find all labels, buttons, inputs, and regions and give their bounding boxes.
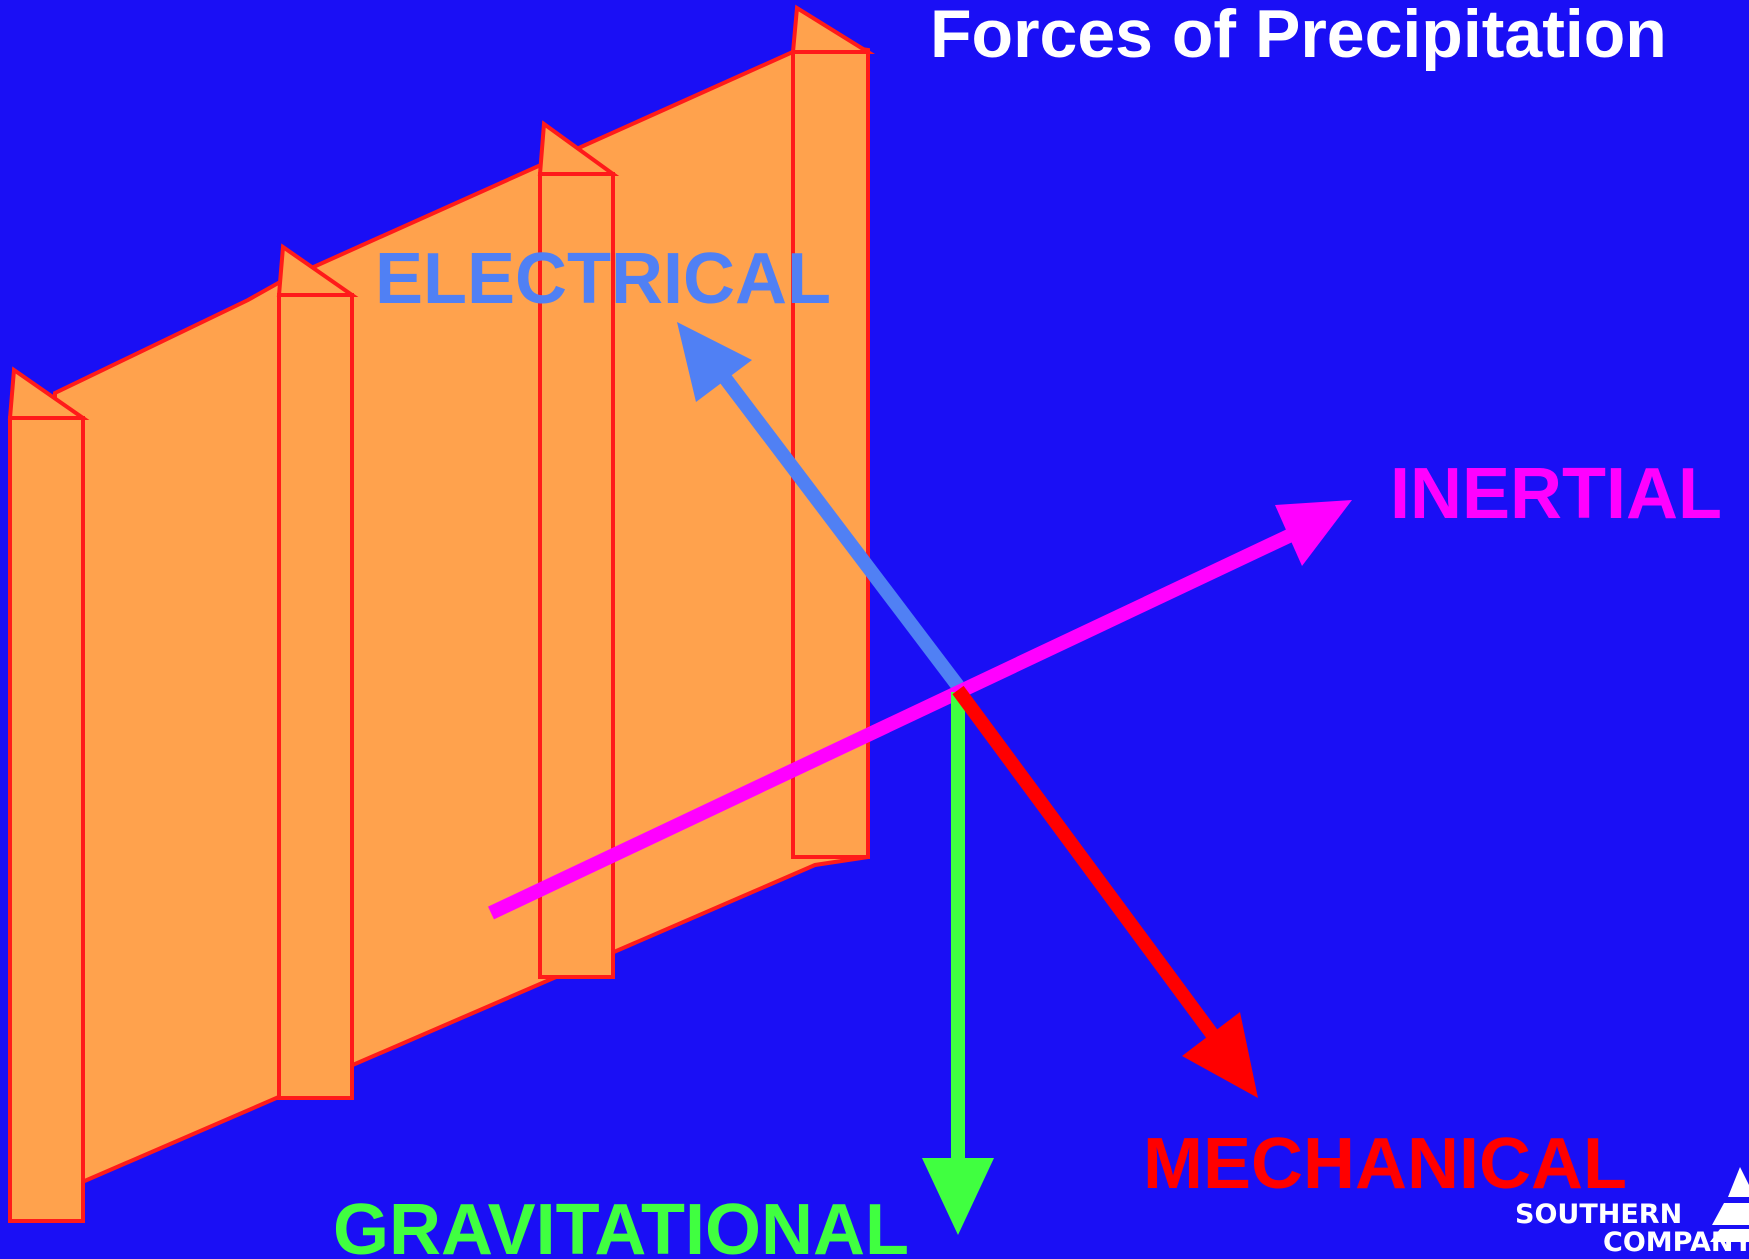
stiffener-1-cap xyxy=(7,366,90,420)
arrow-mechanical xyxy=(952,685,1258,1098)
stiffener-1 xyxy=(8,416,85,1223)
stiffener-3 xyxy=(538,172,615,979)
arrow-gravitational xyxy=(922,692,994,1235)
stiffener-4 xyxy=(791,50,870,859)
southern-company-logo: SOUTHERN COMPANY xyxy=(1510,1165,1749,1259)
logo-mark-icon xyxy=(1710,1167,1749,1242)
slide-title: Forces of Precipitation xyxy=(930,0,1667,72)
collector-plate xyxy=(42,39,870,1185)
stiffener-4-cap xyxy=(790,4,876,54)
logo-text-line1: SOUTHERN xyxy=(1515,1199,1683,1230)
arrow-inertial xyxy=(488,500,1352,920)
plate-stiffeners xyxy=(7,4,876,1223)
stiffener-3-cap xyxy=(537,120,620,176)
label-inertial: INERTIAL xyxy=(1390,454,1722,534)
stiffener-2-cap xyxy=(276,243,359,297)
arrow-electrical xyxy=(677,322,964,691)
label-electrical: ELECTRICAL xyxy=(375,239,831,319)
label-gravitational: GRAVITATIONAL xyxy=(333,1190,909,1259)
stiffener-2 xyxy=(277,293,354,1100)
label-mechanical: MECHANICAL xyxy=(1143,1124,1627,1204)
